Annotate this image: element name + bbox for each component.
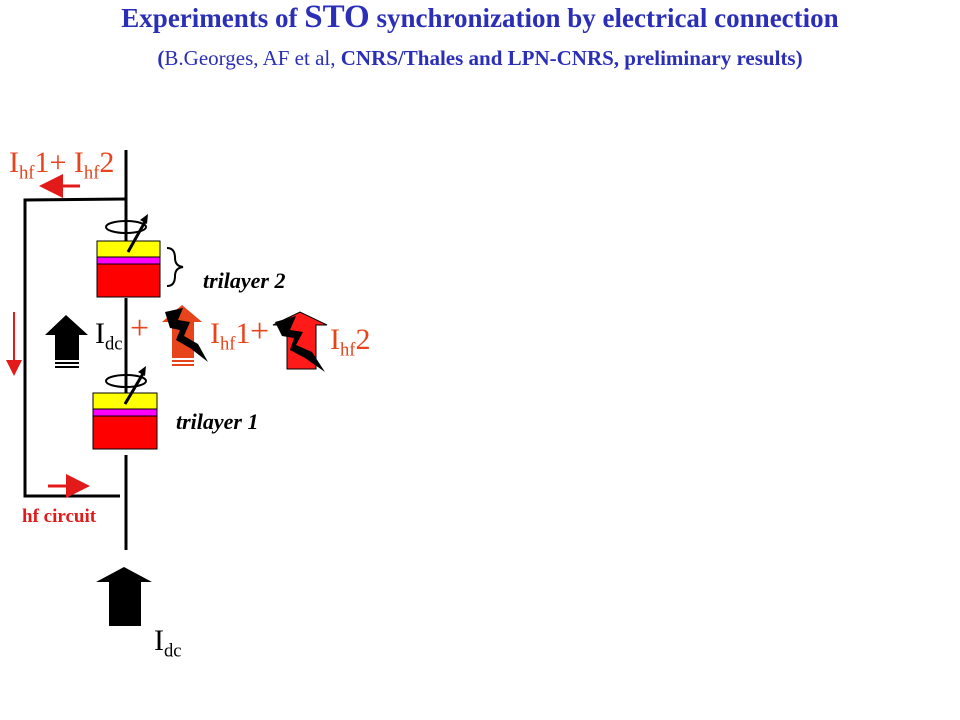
label-idc-bottom: Idc: [154, 624, 182, 663]
fixed-layer: [96, 263, 161, 298]
lightning-arrow-icon: [272, 311, 328, 372]
slide-subtitle: (B.Georges, AF et al, CNRS/Thales and LP…: [0, 44, 960, 72]
trilayer-1-stack: [92, 366, 158, 450]
magnetization-arrow-icon: [126, 219, 148, 253]
subscript: hf: [220, 333, 236, 355]
lightning-arrow-icon: [162, 305, 208, 366]
i-symbol: I: [154, 624, 164, 657]
trilayer-2-stack: [96, 214, 184, 298]
subscript: hf: [19, 162, 35, 184]
subtitle-affiliations: CNRS/Thales and LPN-CNRS, preliminary re…: [340, 46, 803, 70]
i-symbol: I: [73, 146, 84, 179]
i-symbol: I: [330, 323, 340, 356]
subscript: dc: [105, 333, 123, 355]
up-arrow-icon: [45, 315, 88, 368]
precession-icon: [105, 220, 147, 234]
title-part-3: synchronization by electrical connection: [369, 3, 839, 33]
plus-sign-1: +: [130, 310, 150, 347]
spacer-layer: [92, 408, 158, 417]
i-symbol: I: [210, 317, 220, 350]
subscript: dc: [164, 640, 182, 662]
index: 2: [355, 323, 371, 356]
index: 1+: [34, 146, 74, 179]
i-symbol: I: [95, 317, 105, 350]
brace-icon: [166, 247, 184, 287]
label-ihf1: Ihf1: [210, 317, 251, 356]
free-layer: [92, 392, 158, 410]
subtitle-paren: (: [157, 46, 165, 70]
subscript: hf: [340, 339, 356, 361]
label-top-current: Ihf1+ Ihf2: [9, 146, 114, 185]
subtitle-authors: B.Georges, AF et al,: [164, 46, 341, 70]
label-idc-middle: Idc: [95, 317, 123, 356]
i-symbol: I: [9, 146, 19, 179]
label-hf-circuit: hf circuit: [22, 506, 97, 527]
label-trilayer-1: trilayer 1: [176, 409, 259, 434]
spacer-layer: [96, 256, 161, 265]
index: 1: [235, 317, 251, 350]
title-part-1: Experiments of: [121, 3, 305, 33]
index: 2: [99, 146, 115, 179]
label-ihf2: Ihf2: [330, 323, 371, 362]
magnetization-arrow-icon: [123, 371, 146, 405]
up-arrow-icon: [96, 567, 152, 626]
fixed-layer: [92, 415, 158, 450]
subscript: hf: [83, 162, 100, 184]
label-trilayer-2: trilayer 2: [203, 268, 286, 293]
plus-sign-2: +: [250, 313, 270, 350]
precession-icon: [105, 374, 147, 388]
slide-title: Experiments of STO synchronization by el…: [0, 0, 960, 35]
title-sto: STO: [304, 0, 370, 35]
